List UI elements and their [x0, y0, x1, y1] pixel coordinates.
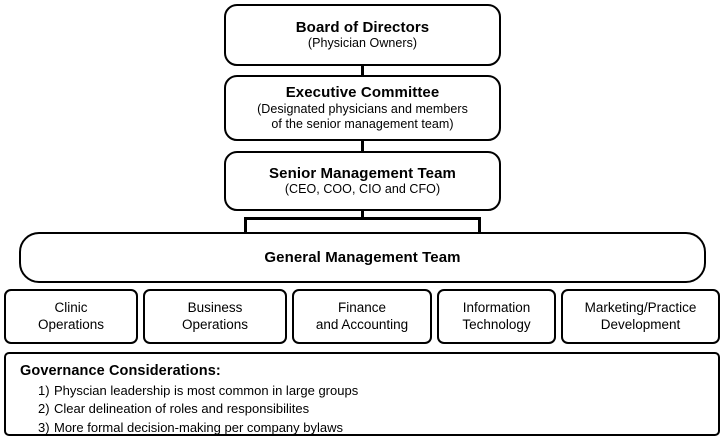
node-senior-subtitle: (CEO, COO, CIO and CFO) — [284, 182, 441, 197]
department-label-line2: Technology — [462, 316, 531, 332]
node-board-title: Board of Directors — [295, 18, 430, 36]
governance-item-number: 1) — [38, 383, 50, 398]
node-executive-title: Executive Committee — [285, 84, 440, 102]
department-label-line1: Information — [462, 300, 531, 316]
department-label-line2: Development — [600, 316, 681, 332]
department-label-line1: Finance — [337, 300, 387, 316]
node-department-information-technology: Information Technology — [437, 289, 556, 344]
node-senior-management-team: Senior Management Team (CEO, COO, CIO an… — [224, 151, 501, 211]
governance-list-item: 3) More formal decision-making per compa… — [20, 419, 718, 437]
node-general-management-team: General Management Team — [19, 232, 706, 283]
connector-bracket-stem — [361, 210, 364, 219]
governance-item-text: Clear delineation of roles and responsib… — [54, 401, 310, 417]
governance-considerations-panel: Governance Considerations: 1) Physcian l… — [4, 352, 720, 436]
connector-bracket-bar — [244, 217, 481, 220]
node-executive-subtitle-line2: of the senior management team) — [271, 116, 454, 131]
node-senior-title: Senior Management Team — [269, 164, 456, 182]
governance-list: 1) Physcian leadership is most common in… — [20, 382, 718, 437]
governance-item-text: Physcian leadership is most common in la… — [54, 383, 359, 398]
node-executive-subtitle-line1: (Designated physicians and members — [257, 102, 468, 117]
governance-title: Governance Considerations: — [20, 363, 221, 379]
department-label-line2: Operations — [181, 316, 249, 332]
governance-list-item: 1) Physcian leadership is most common in… — [20, 382, 718, 400]
governance-item-number: 2) — [38, 401, 50, 417]
department-label-line1: Clinic — [54, 300, 88, 316]
connector-executive-to-senior — [361, 140, 364, 152]
node-board-subtitle: (Physician Owners) — [307, 36, 418, 51]
governance-list-item: 2) Clear delineation of roles and respon… — [20, 400, 718, 418]
node-board-of-directors: Board of Directors (Physician Owners) — [224, 4, 501, 66]
connector-bracket-leg-right — [478, 217, 481, 234]
node-department-finance-and-accounting: Finance and Accounting — [292, 289, 432, 344]
node-executive-committee: Executive Committee (Designated physicia… — [224, 75, 501, 141]
connector-board-to-executive — [361, 65, 364, 76]
node-department-business-operations: Business Operations — [143, 289, 287, 344]
department-label-line1: Business — [187, 300, 243, 316]
node-general-title: General Management Team — [264, 248, 461, 266]
governance-item-text: More formal decision-making per company … — [54, 419, 344, 435]
department-label-line1: Marketing/Practice — [584, 300, 697, 316]
node-department-marketing-practice-development: Marketing/Practice Development — [561, 289, 720, 344]
department-label-line2: Operations — [37, 316, 105, 332]
department-label-line2: and Accounting — [315, 316, 409, 332]
governance-item-number: 3) — [38, 419, 50, 435]
connector-bracket-leg-left — [244, 217, 247, 234]
node-department-clinic-operations: Clinic Operations — [4, 289, 138, 344]
